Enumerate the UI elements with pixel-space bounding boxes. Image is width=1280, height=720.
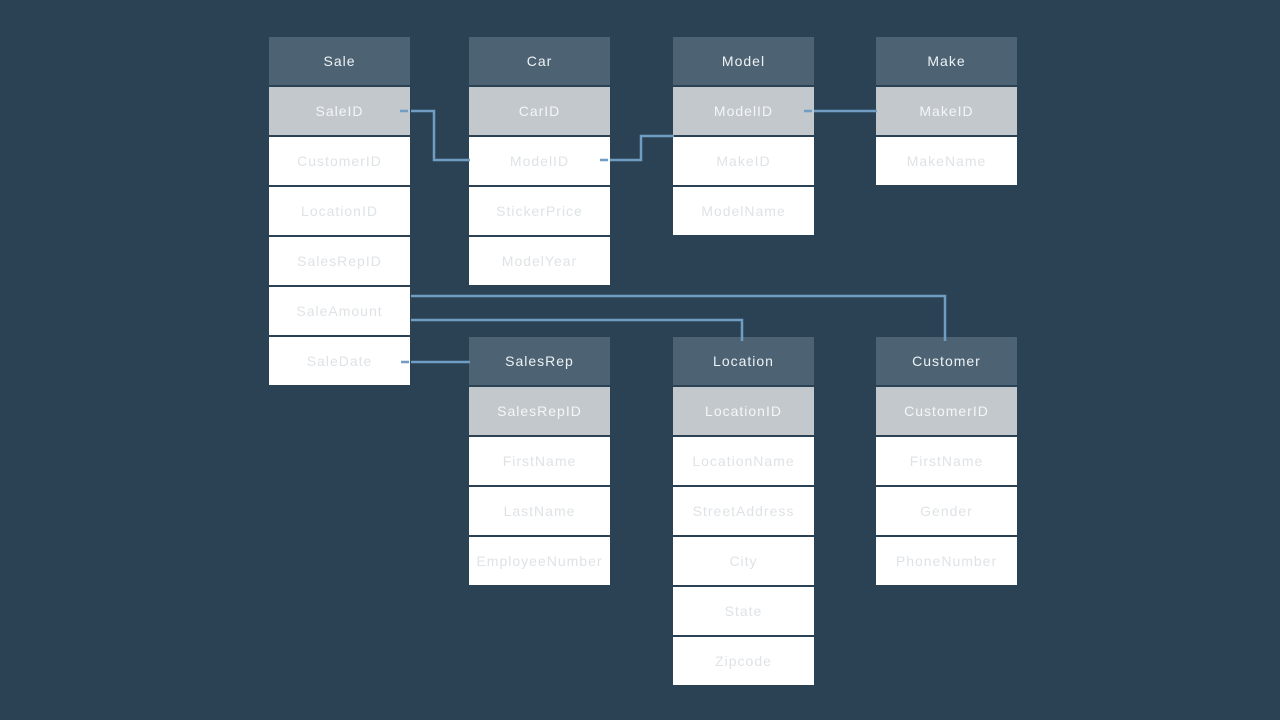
field-label: StreetAddress bbox=[692, 503, 795, 519]
table-model-header: Model bbox=[673, 37, 814, 85]
table-title: Location bbox=[713, 353, 774, 369]
field-label: LocationID bbox=[301, 203, 378, 219]
table-customer-header: Customer bbox=[876, 337, 1017, 385]
field-label: ModelYear bbox=[501, 253, 578, 269]
connector-sale-to-customer bbox=[411, 294, 947, 341]
field-label: EmployeeNumber bbox=[476, 553, 603, 569]
field-location-location-id: LocationID bbox=[673, 387, 814, 435]
field-label: CustomerID bbox=[297, 153, 382, 169]
field-sales-rep-first-name: FirstName bbox=[469, 437, 610, 485]
field-label: State bbox=[724, 603, 763, 619]
field-location-street-address: StreetAddress bbox=[673, 487, 814, 535]
field-location-zipcode: Zipcode bbox=[673, 637, 814, 685]
table-title: Car bbox=[526, 53, 553, 69]
field-sale-location-id: LocationID bbox=[269, 187, 410, 235]
field-sale-sale-date: SaleDate bbox=[269, 337, 410, 385]
field-sale-sale-id: SaleID bbox=[269, 87, 410, 135]
field-label: MakeID bbox=[919, 103, 974, 119]
field-label: ModelID bbox=[509, 153, 570, 169]
table-title: Make bbox=[927, 53, 966, 69]
field-sales-rep-sales-rep-id: SalesRepID bbox=[469, 387, 610, 435]
connector-sale-saleid-to-car-modelid bbox=[411, 109, 470, 162]
field-label: LastName bbox=[503, 503, 576, 519]
table-title: SalesRep bbox=[505, 353, 574, 369]
table-title: Customer bbox=[912, 353, 981, 369]
field-sale-sales-rep-id: SalesRepID bbox=[269, 237, 410, 285]
table-title: Model bbox=[721, 53, 766, 69]
field-location-city: City bbox=[673, 537, 814, 585]
field-make-make-name: MakeName bbox=[876, 137, 1017, 185]
field-sales-rep-last-name: LastName bbox=[469, 487, 610, 535]
field-customer-customer-id: CustomerID bbox=[876, 387, 1017, 435]
table-title: Sale bbox=[323, 53, 356, 69]
field-customer-gender: Gender bbox=[876, 487, 1017, 535]
field-car-model-id: ModelID bbox=[469, 137, 610, 185]
table-make-header: Make bbox=[876, 37, 1017, 85]
field-sale-customer-id: CustomerID bbox=[269, 137, 410, 185]
field-label: Zipcode bbox=[715, 653, 772, 669]
field-location-location-name: LocationName bbox=[673, 437, 814, 485]
field-make-make-id: MakeID bbox=[876, 87, 1017, 135]
field-label: SaleID bbox=[315, 103, 364, 119]
field-label: ModelID bbox=[713, 103, 774, 119]
table-sale-header: Sale bbox=[269, 37, 410, 85]
field-label: PhoneNumber bbox=[895, 553, 998, 569]
field-car-model-year: ModelYear bbox=[469, 237, 610, 285]
field-label: Gender bbox=[920, 503, 973, 519]
field-car-car-id: CarID bbox=[469, 87, 610, 135]
field-sale-sale-amount: SaleAmount bbox=[269, 287, 410, 335]
field-sales-rep-employee-number: EmployeeNumber bbox=[469, 537, 610, 585]
field-label: CarID bbox=[518, 103, 561, 119]
field-label: LocationID bbox=[705, 403, 782, 419]
field-label: City bbox=[729, 553, 758, 569]
field-label: SaleAmount bbox=[296, 303, 383, 319]
field-label: SaleDate bbox=[306, 353, 373, 369]
field-car-sticker-price: StickerPrice bbox=[469, 187, 610, 235]
field-customer-phone-number: PhoneNumber bbox=[876, 537, 1017, 585]
connector-car-modelid-to-model-modelid bbox=[610, 134, 674, 162]
field-label: SalesRepID bbox=[497, 403, 582, 419]
table-car-header: Car bbox=[469, 37, 610, 85]
table-location-header: Location bbox=[673, 337, 814, 385]
field-label: MakeName bbox=[906, 153, 987, 169]
field-label: SalesRepID bbox=[297, 253, 382, 269]
field-model-model-id: ModelID bbox=[673, 87, 814, 135]
field-label: CustomerID bbox=[904, 403, 989, 419]
field-customer-first-name: FirstName bbox=[876, 437, 1017, 485]
field-label: FirstName bbox=[909, 453, 984, 469]
field-model-make-id: MakeID bbox=[673, 137, 814, 185]
field-label: FirstName bbox=[502, 453, 577, 469]
field-label: MakeID bbox=[716, 153, 771, 169]
field-label: LocationName bbox=[692, 453, 795, 469]
field-location-state: State bbox=[673, 587, 814, 635]
field-model-model-name: ModelName bbox=[673, 187, 814, 235]
field-label: ModelName bbox=[701, 203, 786, 219]
table-sales-rep-header: SalesRep bbox=[469, 337, 610, 385]
field-label: StickerPrice bbox=[496, 203, 583, 219]
